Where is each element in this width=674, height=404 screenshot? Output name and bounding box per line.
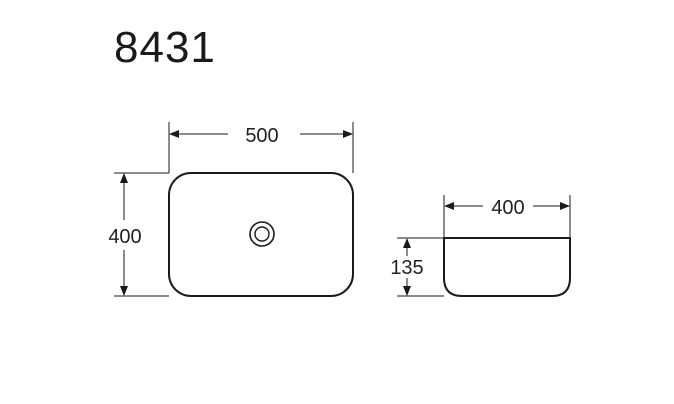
basin-top-outline bbox=[168, 172, 354, 297]
basin-side-outline bbox=[443, 237, 571, 297]
top-view: 500 400 bbox=[108, 122, 354, 297]
depth-label: 400 bbox=[108, 226, 141, 248]
side-width-label: 400 bbox=[491, 197, 524, 219]
height-label: 135 bbox=[390, 257, 423, 279]
width-label: 500 bbox=[245, 125, 278, 147]
height-dimension: 135 bbox=[390, 237, 444, 297]
side-width-dimension: 400 bbox=[443, 195, 571, 238]
model-number: 8431 bbox=[114, 23, 216, 72]
drain-icon bbox=[249, 221, 275, 247]
width-dimension: 500 bbox=[168, 122, 354, 173]
side-view: 400 135 bbox=[390, 195, 571, 297]
depth-dimension: 400 bbox=[108, 172, 169, 297]
